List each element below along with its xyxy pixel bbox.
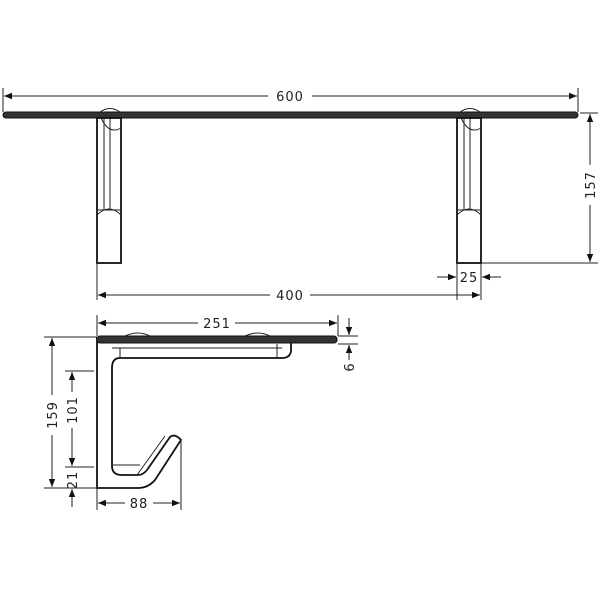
dimension-bracket-spacing: 400: [96, 263, 480, 304]
svg-text:157: 157: [584, 171, 599, 199]
shelf-plate-side: [96, 335, 338, 344]
svg-text:88: 88: [130, 497, 149, 512]
svg-text:400: 400: [276, 289, 304, 304]
svg-text:101: 101: [66, 396, 81, 424]
dimension-overall-width: 600: [2, 88, 579, 112]
right-bracket: [456, 117, 482, 264]
svg-text:25: 25: [460, 271, 479, 286]
bracket-profile: [96, 337, 292, 489]
side-view: 251 6 159 101 21: [44, 315, 358, 512]
dimension-bracket-width: 25: [437, 263, 501, 300]
dimension-side-height: 159: [44, 336, 97, 489]
left-bracket: [96, 117, 122, 264]
dimension-hook-offset: 21: [66, 471, 81, 507]
dimension-hook-projection: 88: [96, 440, 182, 512]
svg-text:6: 6: [343, 362, 358, 371]
svg-text:251: 251: [203, 317, 231, 332]
front-view: 600 157 25 400: [2, 88, 599, 304]
dimension-shelf-thickness: 6: [338, 318, 358, 372]
dimension-overall-height: 157: [481, 112, 599, 264]
svg-text:600: 600: [276, 90, 304, 105]
dimension-shelf-depth: 251: [96, 315, 339, 336]
svg-text:159: 159: [46, 401, 61, 429]
shelf-plate: [2, 111, 579, 119]
svg-text:21: 21: [66, 471, 81, 490]
dimension-hook-height: 101: [65, 370, 94, 468]
